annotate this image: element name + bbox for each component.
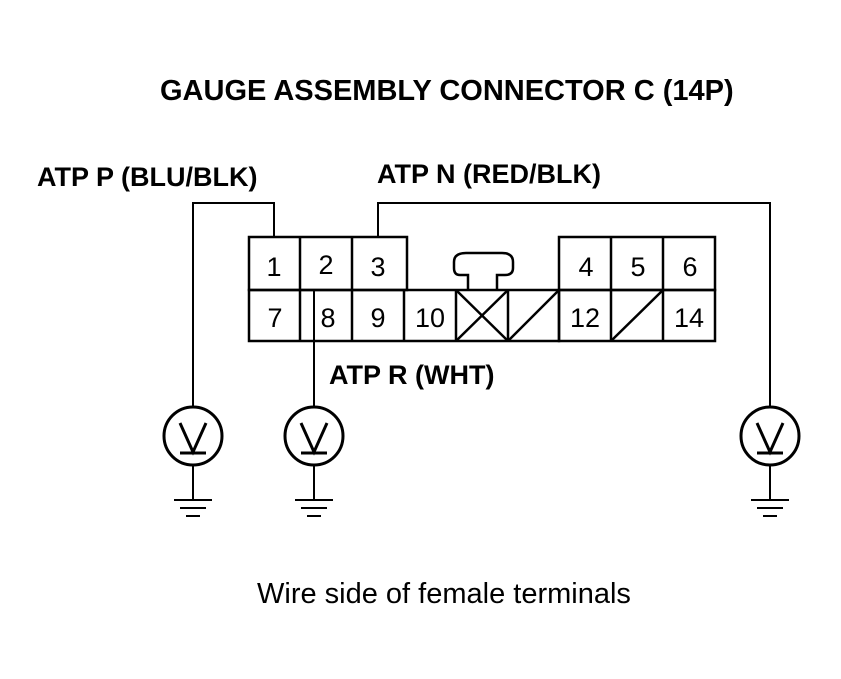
wires (192, 202, 771, 407)
empty-cavity-mark (455, 289, 509, 342)
voltmeter-right (739, 405, 801, 517)
connector-right-bottom (557, 288, 717, 343)
atp-n-label: ATP N (RED/BLK) (377, 159, 601, 189)
voltmeter-middle (283, 405, 345, 517)
empty-cavity-mark (610, 289, 664, 342)
diagram-title: GAUGE ASSEMBLY CONNECTOR C (14P) (160, 75, 734, 107)
pin-6: 6 (682, 252, 697, 282)
atp-r-label: ATP R (WHT) (329, 360, 494, 390)
voltmeter-icon (162, 405, 224, 467)
voltmeter-needle (755, 422, 785, 456)
atp-p-label: ATP P (BLU/BLK) (37, 162, 258, 192)
pin-8: 8 (320, 303, 335, 333)
pin-14: 14 (674, 303, 704, 333)
pin-2: 2 (318, 250, 333, 280)
pin-9: 9 (370, 303, 385, 333)
diagram-caption: Wire side of female terminals (257, 578, 631, 610)
pin-3: 3 (370, 252, 385, 282)
pin-numbers: 1 2 3 4 5 6 7 8 9 10 12 14 (266, 250, 704, 333)
pin-4: 4 (578, 252, 593, 282)
pin-10: 10 (415, 303, 445, 333)
voltmeter-needle (178, 422, 208, 456)
voltmeter-icon (283, 405, 345, 467)
pin-7: 7 (267, 303, 282, 333)
connector-lock-tab (452, 251, 515, 290)
voltmeter-needle (299, 422, 329, 456)
pin-1: 1 (266, 252, 281, 282)
empty-cavity-mark (507, 289, 560, 342)
pin-12: 12 (570, 303, 600, 333)
connector-body (247, 235, 717, 343)
pin-5: 5 (630, 252, 645, 282)
atp-n-wire (377, 202, 771, 407)
voltmeter-left (162, 405, 224, 517)
atp-p-wire (192, 202, 275, 407)
voltmeter-icon (739, 405, 801, 467)
